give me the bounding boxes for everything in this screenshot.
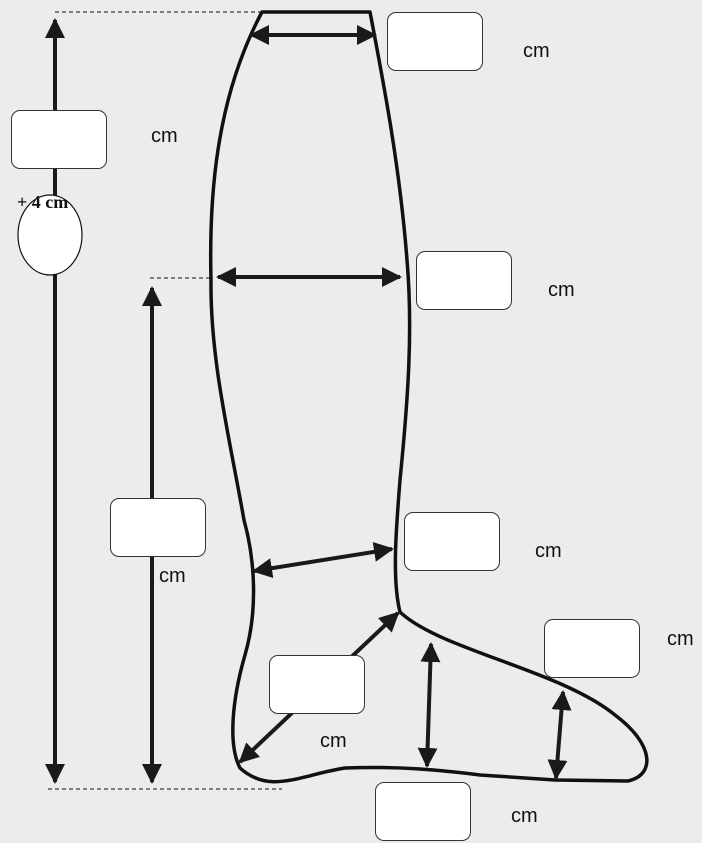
instep-height-arrow (417, 642, 441, 768)
unit-label: cm (151, 125, 178, 147)
calf-circumference-arrow (252, 541, 394, 579)
unit-label: cm (667, 628, 694, 650)
thigh-circumference-input[interactable] (416, 251, 512, 310)
unit-label: cm (548, 279, 575, 301)
unit-label: cm (511, 805, 538, 827)
unit-label: cm (523, 40, 550, 62)
unit-label: cm (159, 565, 186, 587)
unit-label: cm (320, 730, 347, 752)
lower-leg-length-input[interactable] (110, 498, 206, 557)
foot-length-input[interactable] (375, 782, 471, 841)
top-circumference-input[interactable] (387, 12, 483, 71)
heel-instep-input[interactable] (269, 655, 365, 714)
leg-outline (208, 10, 649, 784)
forefoot-height-arrow (547, 690, 572, 780)
calf-circumference-input[interactable] (404, 512, 500, 571)
total-length-input[interactable] (11, 110, 107, 169)
forefoot-circumference-input[interactable] (544, 619, 640, 678)
extra-length-note: + 4 cm (17, 192, 69, 212)
unit-label: cm (535, 540, 562, 562)
extra-length-ellipse (17, 194, 83, 276)
